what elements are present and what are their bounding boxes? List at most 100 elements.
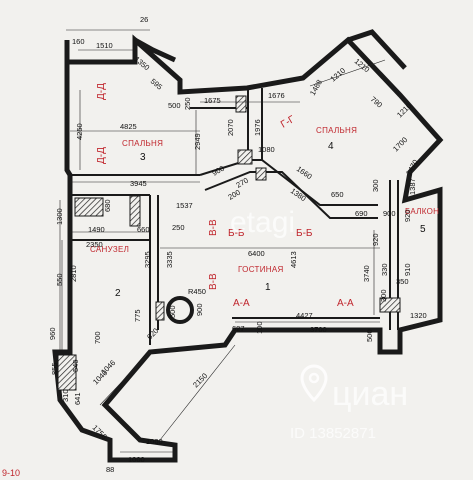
room-number-bedroom-3: 3 bbox=[140, 152, 146, 163]
dim-680: 680 bbox=[103, 199, 112, 212]
cian-pin-icon bbox=[300, 364, 328, 403]
room-label-bedroom-4: СПАЛЬНЯ bbox=[316, 126, 357, 135]
room-label-living: ГОСТИНАЯ bbox=[238, 265, 284, 274]
dim-855: 855 bbox=[50, 362, 59, 375]
dim-1320: 1320 bbox=[410, 311, 427, 320]
dim-641: 641 bbox=[73, 392, 82, 405]
dim-3335: 3335 bbox=[165, 251, 174, 268]
dim-1387: 1387 bbox=[408, 178, 417, 195]
section-vv-2: В-В bbox=[208, 273, 219, 290]
watermark: etagi циан ID 13852871 bbox=[230, 206, 408, 442]
dim-310: 310 bbox=[61, 389, 70, 402]
room-number-bathroom: 2 bbox=[115, 288, 121, 299]
section-dd-1: Д-Д bbox=[96, 83, 107, 100]
dim-2070: 2070 bbox=[226, 119, 235, 136]
dim-250b: 250 bbox=[172, 223, 185, 232]
dim-1210a: 1210 bbox=[329, 66, 348, 84]
dimension-lines bbox=[59, 29, 386, 453]
section-vv-1: В-В bbox=[208, 219, 219, 236]
section-dd-2: Д-Д bbox=[96, 147, 107, 164]
dim-1350: 1350 bbox=[133, 55, 152, 73]
dim-2810: 2810 bbox=[69, 265, 78, 282]
dim-88: 88 bbox=[106, 465, 114, 474]
dim-1488: 1488 bbox=[308, 78, 324, 97]
corner-note: 9-10 bbox=[2, 468, 20, 478]
dim-1490: 1490 bbox=[88, 225, 105, 234]
dim-790: 790 bbox=[369, 95, 384, 110]
dim-500c: 500 bbox=[365, 329, 374, 342]
dim-1380: 1380 bbox=[289, 186, 308, 203]
dim-26: 26 bbox=[140, 15, 148, 24]
section-aa-1: А-А bbox=[233, 298, 250, 309]
room-labels: СПАЛЬНЯ 3 СПАЛЬНЯ 4 САНУЗЕЛ 2 ГОСТИНАЯ 1… bbox=[90, 126, 439, 299]
dim-3945: 3945 bbox=[130, 179, 147, 188]
dim-650: 650 bbox=[331, 190, 344, 199]
dim-160: 160 bbox=[72, 37, 85, 46]
dim-1510: 1510 bbox=[96, 41, 113, 50]
dim-100: 100 bbox=[255, 321, 264, 334]
watermark-id: ID 13852871 bbox=[290, 425, 376, 442]
dim-920a: 920 bbox=[403, 209, 412, 222]
dim-4613: 4613 bbox=[289, 251, 298, 268]
dim-1046: 1046 bbox=[99, 358, 117, 376]
dim-1080: 1080 bbox=[258, 145, 275, 154]
dim-900a: 900 bbox=[211, 164, 226, 178]
dim-775: 775 bbox=[133, 309, 142, 322]
dim-2350: 2350 bbox=[86, 240, 103, 249]
section-bb-1: Б-Б bbox=[228, 228, 245, 239]
dim-595: 595 bbox=[149, 77, 164, 92]
dim-2949: 2949 bbox=[193, 133, 202, 150]
room-number-bedroom-4: 4 bbox=[328, 141, 334, 152]
dim-900c: 900 bbox=[195, 303, 204, 316]
dim-4427: 4427 bbox=[296, 311, 313, 320]
dim-R450: R450 bbox=[188, 287, 206, 296]
dim-540: 540 bbox=[71, 359, 80, 372]
dim-550a: 550 bbox=[55, 273, 64, 286]
room-label-balcony: БАЛКОН bbox=[405, 207, 439, 216]
dim-1000a: 1000 bbox=[146, 437, 163, 446]
dim-500a: 500 bbox=[168, 101, 181, 110]
room-number-living: 1 bbox=[265, 282, 271, 293]
watermark-cian: циан bbox=[332, 375, 408, 413]
section-bb-2: Б-Б bbox=[296, 228, 313, 239]
dim-920b: 920 bbox=[371, 233, 380, 246]
room-number-balcony: 5 bbox=[420, 224, 426, 235]
exterior-walls bbox=[52, 29, 444, 463]
dim-1976: 1976 bbox=[253, 119, 262, 136]
dim-330: 330 bbox=[380, 263, 389, 276]
dim-3700: 3700 bbox=[310, 325, 327, 334]
dim-4250: 4250 bbox=[75, 123, 84, 140]
dim-2150: 2150 bbox=[191, 371, 209, 389]
dim-500b: 500 bbox=[168, 305, 177, 318]
dim-660: 660 bbox=[137, 225, 150, 234]
room-label-bathroom: САНУЗЕЛ bbox=[90, 245, 129, 254]
dim-960: 960 bbox=[48, 327, 57, 340]
section-gg: Г-Г bbox=[279, 114, 297, 131]
dim-1300: 1300 bbox=[55, 208, 64, 225]
watermark-etagi: etagi bbox=[230, 206, 295, 239]
dim-300a: 300 bbox=[371, 179, 380, 192]
dim-3740: 3740 bbox=[362, 265, 371, 282]
dim-1675: 1675 bbox=[204, 96, 221, 105]
dim-900b: 900 bbox=[383, 209, 396, 218]
dim-4825: 4825 bbox=[120, 122, 137, 131]
dim-1700: 1700 bbox=[391, 135, 409, 153]
section-markers: Д-Д Д-Д В-В В-В Б-Б Б-Б А-А А-А Г-Г bbox=[96, 83, 354, 309]
dim-1676: 1676 bbox=[268, 91, 285, 100]
dim-300b: 300 bbox=[379, 289, 388, 302]
round-column bbox=[166, 296, 194, 324]
dim-3295: 3295 bbox=[143, 251, 152, 268]
dim-350: 350 bbox=[396, 277, 409, 286]
dim-627: 627 bbox=[232, 324, 245, 333]
dim-250a: 250 bbox=[183, 97, 192, 110]
room-label-bedroom-3: СПАЛЬНЯ bbox=[122, 139, 163, 148]
hatched-blocks bbox=[57, 95, 401, 391]
dim-1000b: 1000 bbox=[128, 455, 145, 464]
dim-700: 700 bbox=[93, 331, 102, 344]
dim-6400: 6400 bbox=[248, 249, 265, 258]
dim-910: 910 bbox=[403, 263, 412, 276]
dim-690: 690 bbox=[355, 209, 368, 218]
section-aa-2: А-А bbox=[337, 298, 354, 309]
dim-200a: 200 bbox=[227, 188, 242, 202]
